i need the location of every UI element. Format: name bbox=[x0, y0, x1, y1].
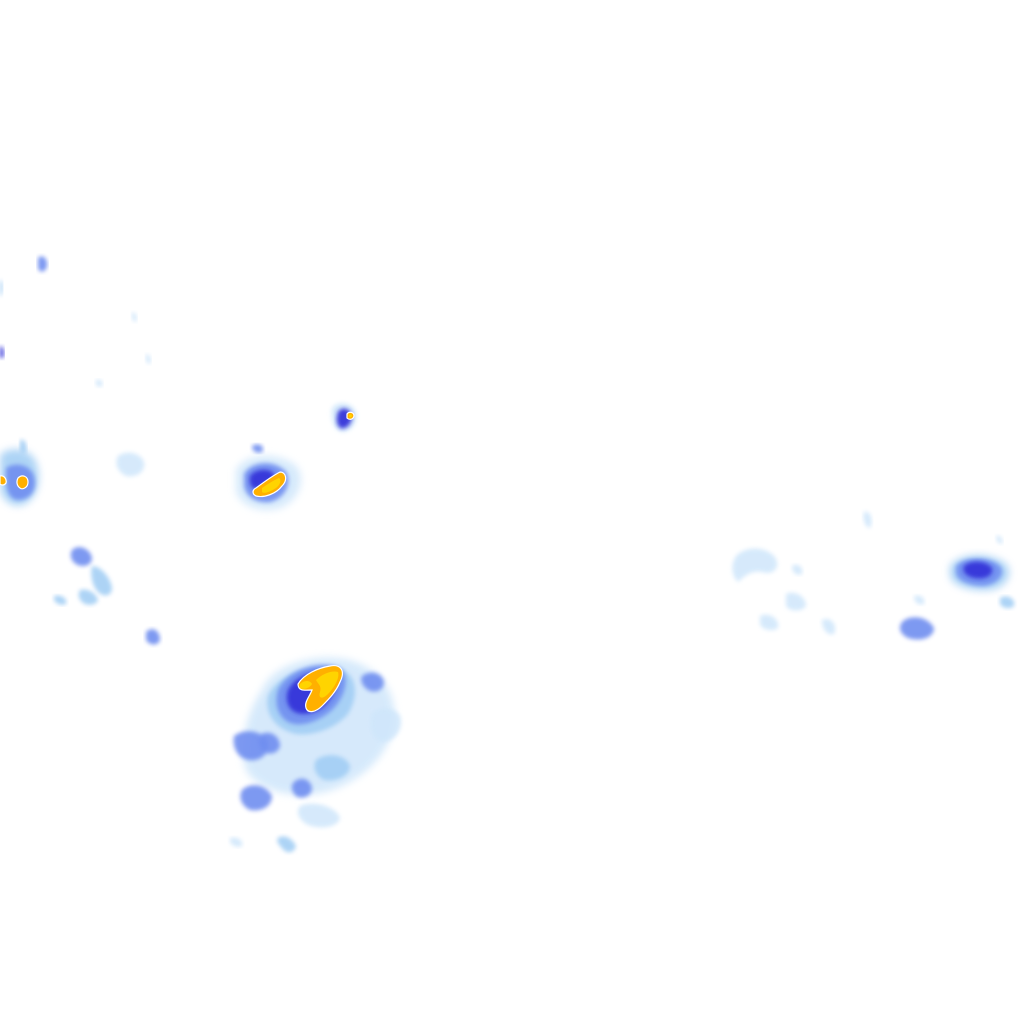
precip-cell-east-right bbox=[900, 535, 1015, 640]
precip-cell-east-cluster bbox=[732, 511, 872, 635]
precip-cell-west-top bbox=[0, 256, 151, 387]
precip-cell-north-small bbox=[331, 403, 357, 432]
precip-cell-west-edge bbox=[0, 439, 39, 506]
precip-cell-west-scatter bbox=[54, 452, 160, 645]
precip-cell-south-large bbox=[230, 657, 402, 853]
precip-cell-west-ring bbox=[236, 444, 301, 510]
